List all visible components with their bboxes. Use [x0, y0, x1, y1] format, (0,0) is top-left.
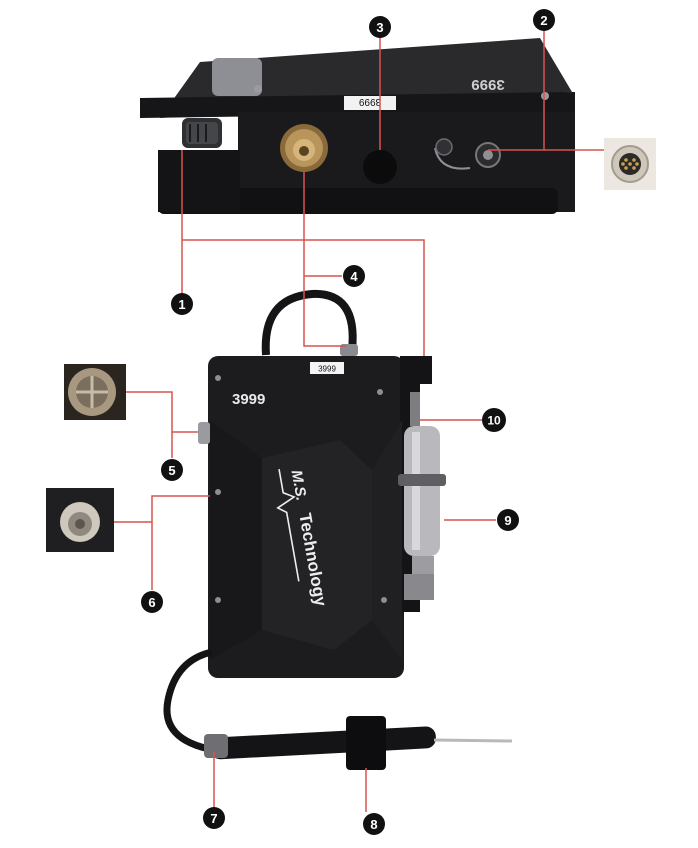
callout-4-label: 4 — [350, 269, 358, 284]
serial-label-top — [344, 96, 396, 110]
callout-7-label: 7 — [210, 811, 217, 826]
callout-10: 10 — [482, 408, 506, 432]
callout-2: 2 — [533, 9, 555, 31]
serial-label-top-text: 3999 — [358, 96, 381, 107]
callout-6-label: 6 — [148, 595, 155, 610]
probe-cable — [163, 648, 215, 754]
pressure-tube-loop — [261, 289, 357, 356]
probe-connector — [204, 734, 228, 758]
screw — [215, 597, 221, 603]
brand-line1: M.S. — [288, 469, 310, 502]
callout-10-label: 10 — [487, 414, 501, 428]
round-connector-with-cap — [434, 138, 501, 170]
callout-4: 4 — [343, 265, 365, 287]
main-device-top-view: 3999 3999 M.S. Technology — [163, 289, 446, 754]
cable-gland — [182, 118, 222, 148]
black-knob — [363, 150, 397, 184]
callout-5-label: 5 — [168, 463, 175, 478]
probe-assembly — [204, 716, 513, 770]
screw — [377, 389, 383, 395]
callout-3-label: 3 — [376, 20, 383, 35]
top-device-side-view: 3999 3999 — [140, 38, 575, 214]
callout-1-label: 1 — [178, 297, 185, 312]
screw — [381, 597, 387, 603]
screw — [541, 92, 549, 100]
side-port-fitting — [198, 422, 210, 444]
callout-8-label: 8 — [370, 817, 377, 832]
callout-8: 8 — [363, 813, 385, 835]
callout-6: 6 — [141, 591, 163, 613]
callout-5: 5 — [161, 459, 183, 481]
callout-1: 1 — [171, 293, 193, 315]
leader-line-1-branch — [182, 239, 425, 356]
inset-port-photo-5 — [64, 364, 126, 420]
probe-needle — [433, 738, 513, 743]
serial-sticker-text: 3999 — [318, 365, 336, 374]
steel-valve-assembly — [398, 392, 446, 600]
serial-main-text: 3999 — [232, 391, 265, 408]
probe-holder-clamp — [346, 716, 386, 770]
brass-pressure-fitting — [280, 124, 328, 172]
strain-relief-block — [212, 58, 262, 96]
callout-7: 7 — [203, 807, 225, 829]
screw — [215, 489, 221, 495]
leader-line-5 — [126, 391, 198, 433]
serial-sticker — [310, 362, 344, 374]
callout-3: 3 — [369, 16, 391, 38]
callout-2-label: 2 — [540, 13, 547, 28]
inset-port-photo-6 — [46, 488, 114, 552]
screw — [215, 375, 221, 381]
callout-9: 9 — [497, 509, 519, 531]
serial-top-text: 3999 — [471, 76, 504, 93]
leader-line-6 — [114, 495, 210, 523]
leader-line-4 — [303, 172, 346, 347]
leader-lines — [114, 28, 604, 812]
callout-9-label: 9 — [504, 513, 511, 528]
inset-pin-connector-photo — [604, 138, 656, 190]
screw — [254, 85, 262, 93]
